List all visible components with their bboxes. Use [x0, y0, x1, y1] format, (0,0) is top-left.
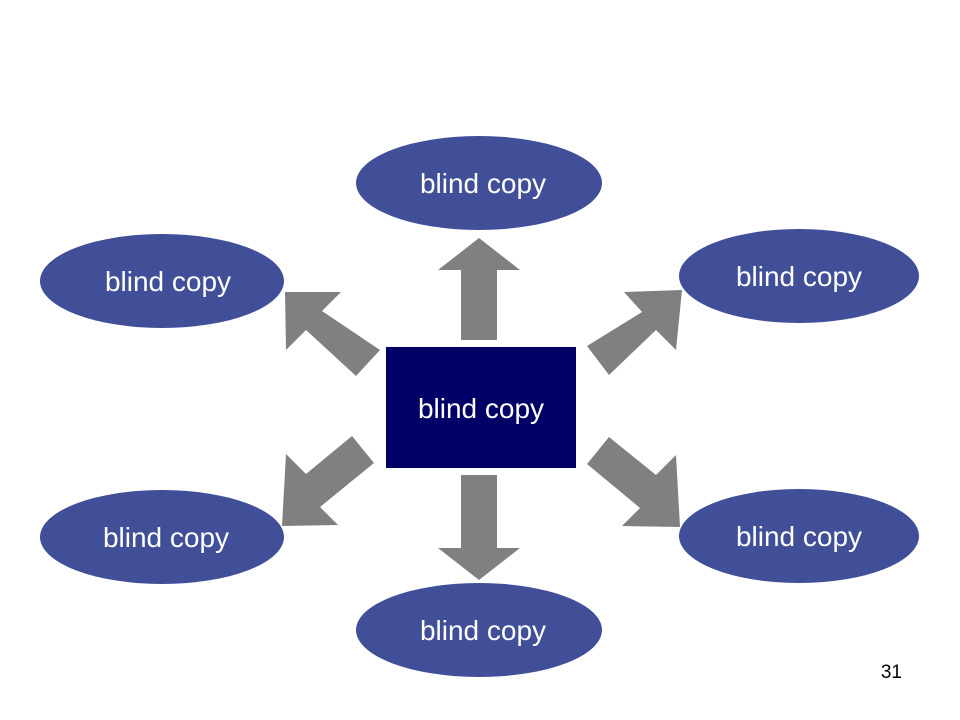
arrow-up-left	[285, 292, 380, 376]
node-bottom-left-ellipse	[40, 490, 284, 584]
arrows	[282, 238, 682, 580]
center-box	[386, 347, 576, 468]
node-bottom-right: blind copy	[679, 489, 919, 583]
arrow-up	[438, 238, 520, 340]
node-bottom-label: blind copy	[420, 615, 546, 646]
node-top: blind copy	[356, 136, 602, 230]
node-bottom-right-label: blind copy	[736, 521, 862, 552]
page-number: 31	[880, 662, 902, 683]
node-top-label: blind copy	[420, 168, 546, 199]
node-top-right-ellipse	[679, 229, 919, 323]
node-bottom-left-label: blind copy	[103, 522, 229, 553]
arrow-up-right	[587, 290, 682, 375]
arrow-down	[438, 475, 520, 580]
node-bottom: blind copy	[356, 583, 602, 677]
arrow-down-right	[587, 437, 680, 527]
node-top-right-label: blind copy	[736, 261, 862, 292]
node-bottom-ellipse	[356, 583, 602, 677]
node-top-left-label: blind copy	[105, 266, 231, 297]
node-bottom-right-ellipse	[679, 489, 919, 583]
center-node: blind copy	[386, 347, 576, 468]
node-top-ellipse	[356, 136, 602, 230]
node-top-left: blind copy	[40, 234, 284, 328]
node-bottom-left: blind copy	[40, 490, 284, 584]
node-top-left-ellipse	[40, 234, 284, 328]
center-label: blind copy	[418, 393, 544, 424]
arrow-down-left	[282, 436, 374, 526]
node-top-right: blind copy	[679, 229, 919, 323]
